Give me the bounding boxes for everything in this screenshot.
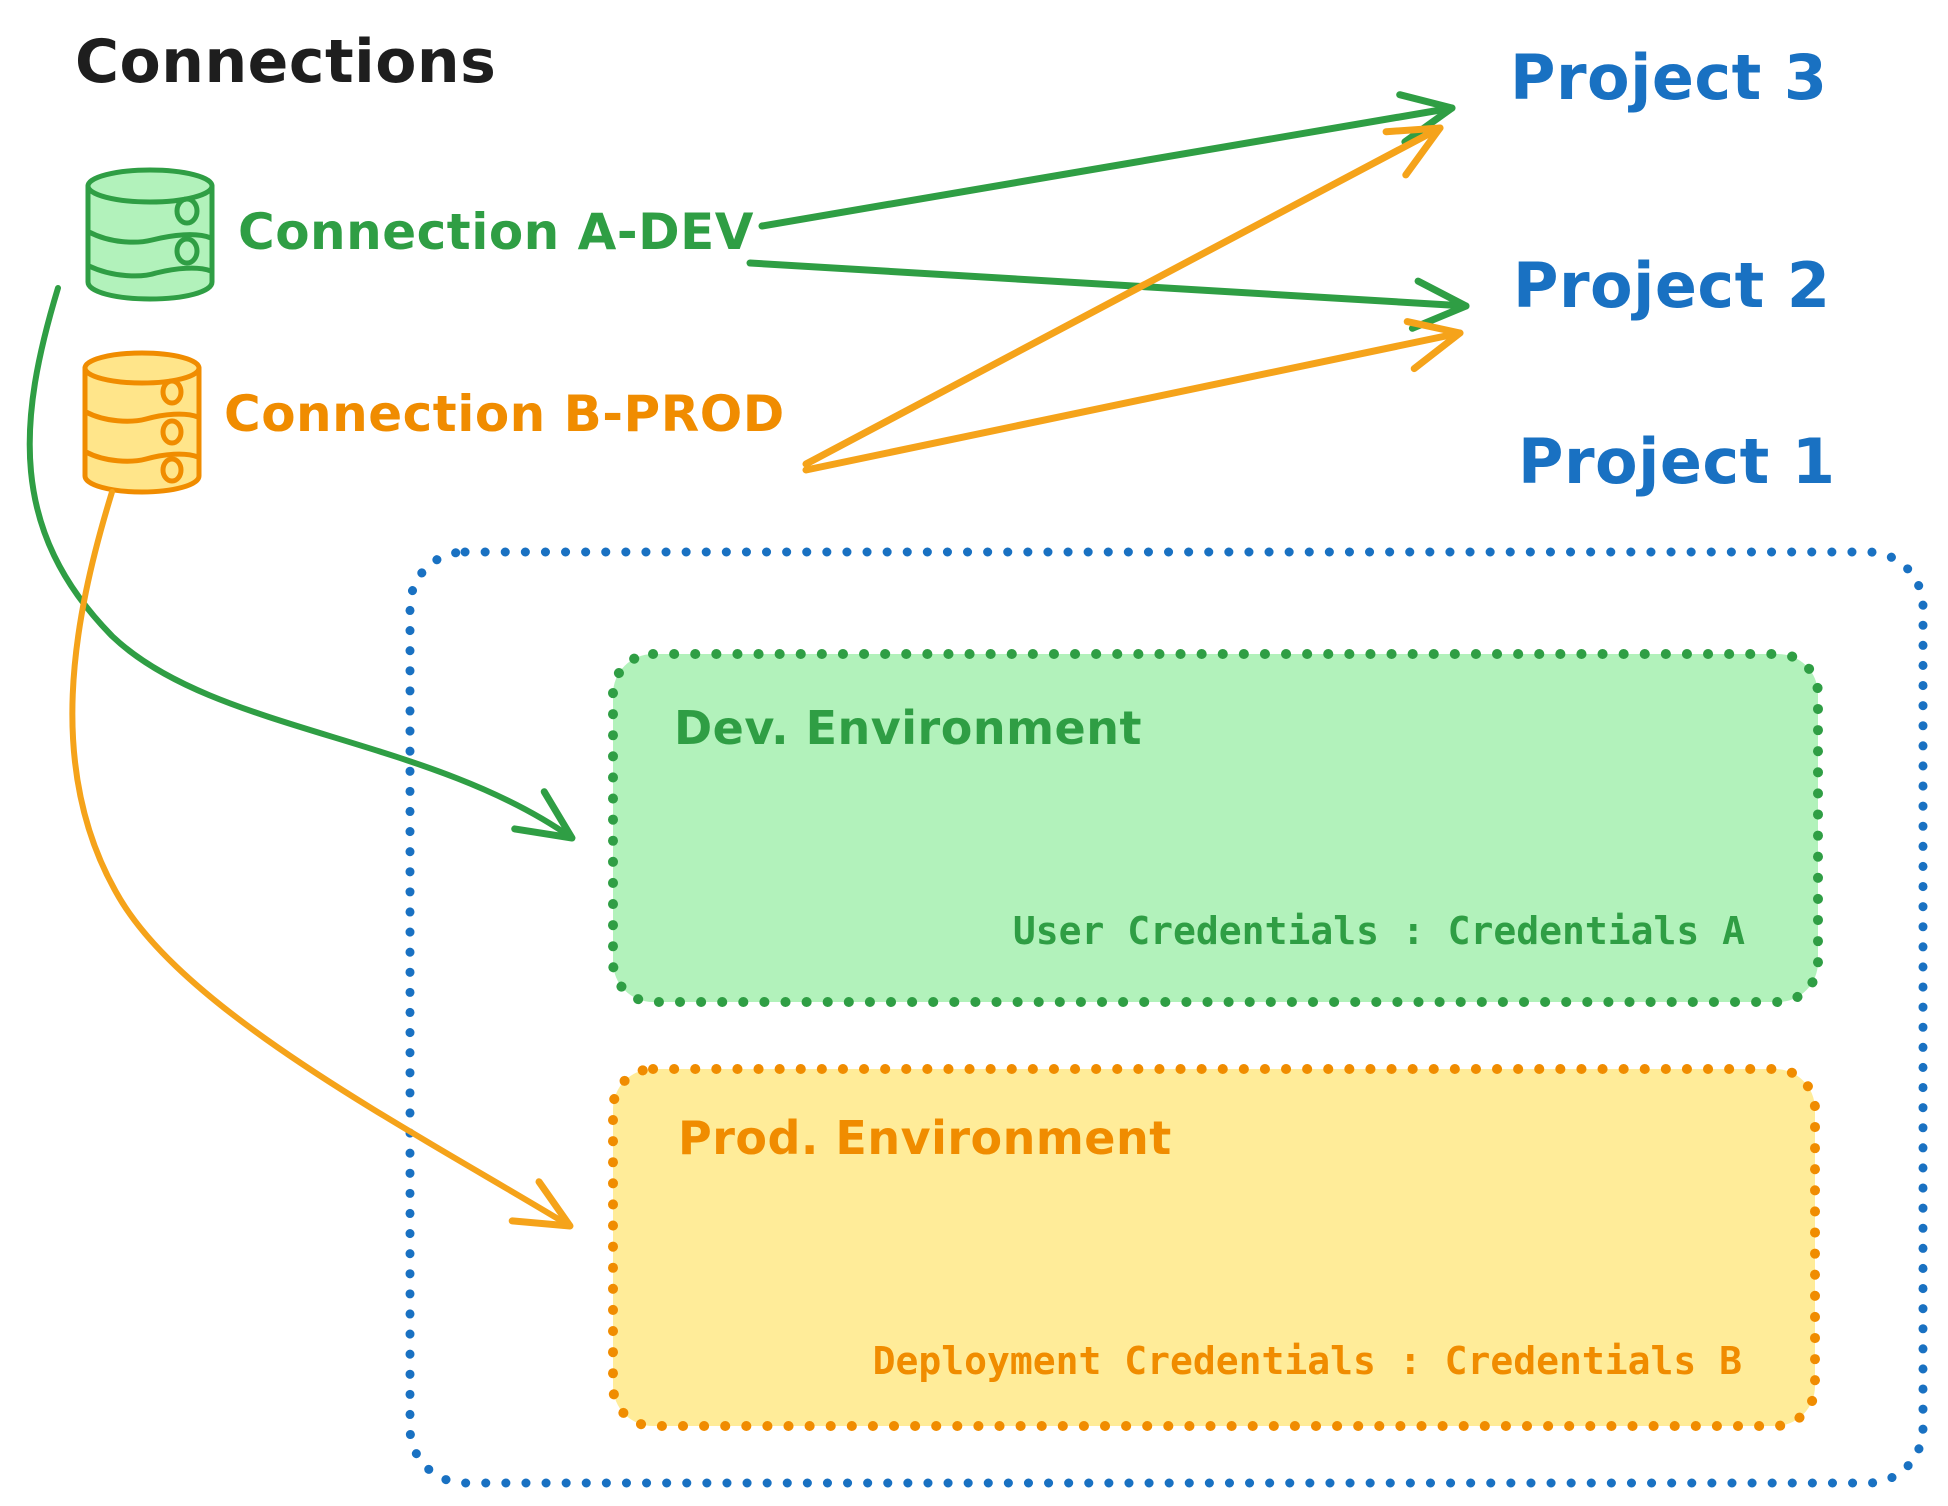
arrow-shaft bbox=[746, 259, 1470, 310]
project-1-label: Project 1 bbox=[1518, 425, 1836, 498]
arrowhead-icon bbox=[1408, 277, 1470, 332]
dev-environment-box bbox=[608, 649, 1823, 1007]
arrows-layer bbox=[26, 91, 1470, 1230]
project-3-label: Project 3 bbox=[1510, 41, 1828, 114]
arrow-shaft bbox=[26, 285, 575, 841]
arrowhead-icon bbox=[1382, 124, 1444, 179]
arrowhead-icon bbox=[1403, 318, 1464, 373]
arrowhead-icon bbox=[511, 788, 576, 842]
database-icon-dev bbox=[85, 167, 215, 302]
connections-title: Connections bbox=[75, 27, 497, 97]
prod-environment-box bbox=[608, 1064, 1820, 1431]
dev-environment-title: Dev. Environment bbox=[674, 701, 1142, 755]
dev-environment-credentials: User Credentials : Credentials A bbox=[1012, 909, 1745, 953]
connection-a-dev-label: Connection A-DEV bbox=[238, 203, 754, 261]
arrow-shaft bbox=[802, 124, 1444, 468]
arrow-shaft bbox=[758, 104, 1456, 230]
database-icon-prod bbox=[82, 350, 202, 495]
project1-box bbox=[405, 547, 1928, 1488]
connection-b-prod-label: Connection B-PROD bbox=[224, 385, 785, 443]
arrow-shaft bbox=[69, 489, 573, 1229]
arrowhead-icon bbox=[508, 1178, 574, 1230]
prod-environment-title: Prod. Environment bbox=[678, 1111, 1172, 1165]
arrow-shaft bbox=[802, 329, 1464, 474]
prod-environment-credentials: Deployment Credentials : Credentials B bbox=[872, 1339, 1742, 1383]
project-2-label: Project 2 bbox=[1513, 249, 1831, 322]
